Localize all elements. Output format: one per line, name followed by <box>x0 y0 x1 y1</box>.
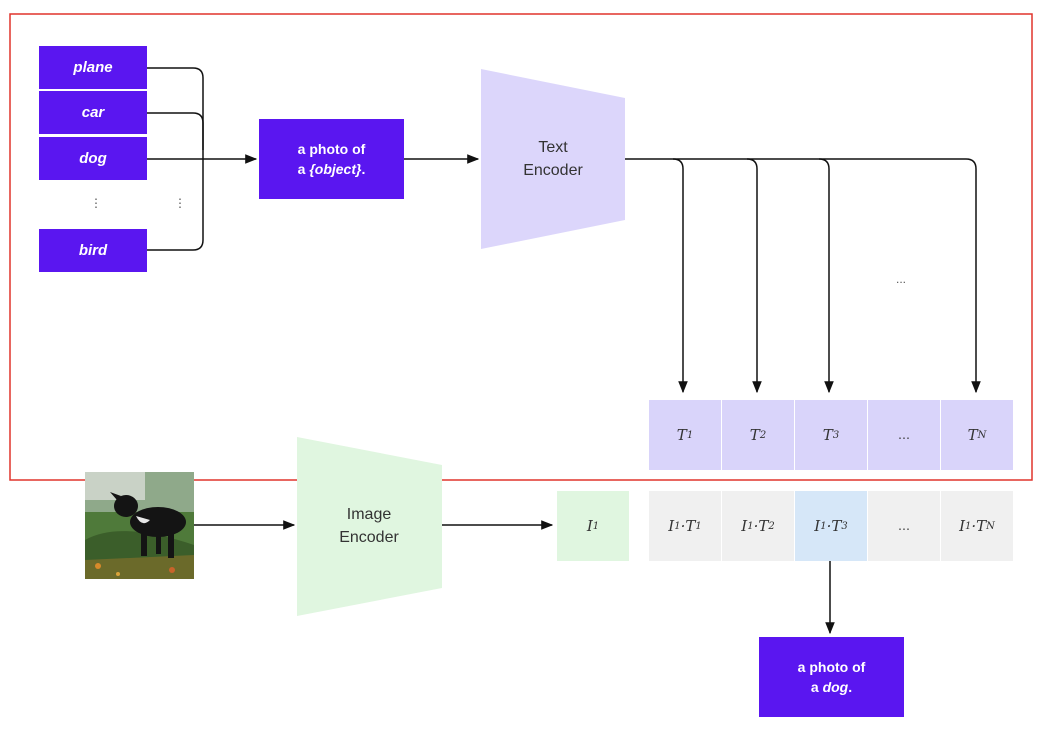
features-ellipsis: ... <box>896 272 907 286</box>
class-label-plane: plane <box>39 46 147 89</box>
prompt-template-line2: a {object}. <box>297 161 366 177</box>
image-encoder-shape <box>297 437 442 616</box>
zero-shot-frame <box>9 13 1033 481</box>
class-label-car: car <box>39 91 147 134</box>
text-encoder-label: Text Encoder <box>523 139 583 179</box>
prompt-template-line1: a photo of <box>297 141 366 157</box>
dog-photo <box>85 472 194 579</box>
similarity-ellipsis: … <box>868 491 940 561</box>
result-line1: a photo of <box>797 659 866 675</box>
class-label-dog: dog <box>39 137 147 180</box>
text-feature-ellipsis: … <box>868 400 940 470</box>
text-encoder-shape <box>481 69 625 249</box>
prompt-template-box: a photo of a {object}. <box>259 119 404 199</box>
class-label-bird: bird <box>39 229 147 272</box>
image-encoder-label: Image Encoder <box>339 506 399 546</box>
bracket-ellipsis: ⋮ <box>174 196 186 210</box>
text-encoder-output-lines <box>625 158 981 394</box>
result-line2: a dog. <box>810 679 853 695</box>
class-list-ellipsis: ⋮ <box>90 196 102 210</box>
result-box: a photo of a dog. <box>759 637 904 717</box>
